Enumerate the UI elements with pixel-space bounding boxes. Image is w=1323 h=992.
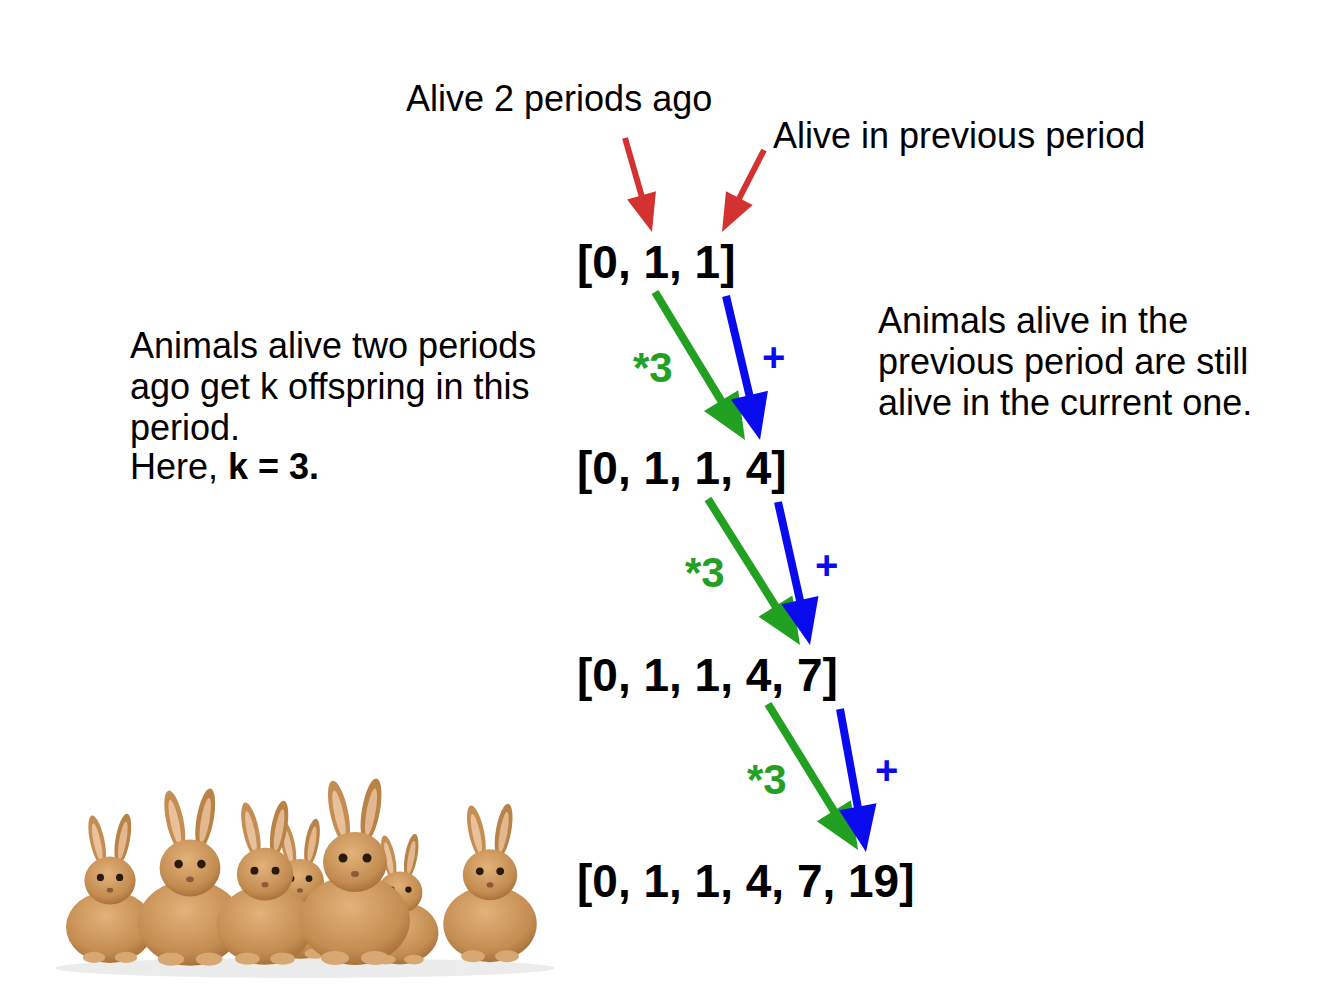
multiply-label: *3 bbox=[685, 549, 725, 597]
multiply-label: *3 bbox=[747, 756, 787, 804]
arrow bbox=[726, 296, 768, 440]
arrow-head bbox=[722, 191, 753, 232]
arrow-shaft bbox=[840, 709, 858, 809]
pointer-label: Alive 2 periods ago bbox=[406, 78, 712, 119]
multiply-label: *3 bbox=[633, 344, 673, 392]
add-label: + bbox=[875, 747, 898, 793]
pointer-label: Alive in previous period bbox=[773, 115, 1145, 156]
arrow bbox=[722, 150, 764, 232]
add-label: + bbox=[815, 542, 838, 588]
array-value: [0, 1, 1, 4, 7] bbox=[577, 648, 838, 702]
add-label: + bbox=[762, 334, 785, 380]
explanation-note: Here, bbox=[130, 446, 218, 487]
arrow bbox=[778, 502, 818, 645]
arrow-shaft bbox=[738, 150, 764, 200]
arrow-head bbox=[731, 391, 768, 440]
arrow-head bbox=[781, 596, 818, 645]
explanation-note: Animals alive two periods ago get k offs… bbox=[130, 325, 570, 448]
arrow-shaft bbox=[778, 502, 800, 602]
arrow-head bbox=[627, 191, 656, 232]
array-value: [0, 1, 1, 4] bbox=[577, 441, 787, 495]
arrow bbox=[839, 709, 876, 852]
array-value: [0, 1, 1, 4, 7, 19] bbox=[577, 854, 915, 908]
array-value: [0, 1, 1] bbox=[577, 235, 736, 289]
arrow-head bbox=[839, 803, 876, 852]
arrow-shaft bbox=[625, 138, 642, 197]
parameter-value: k = 3. bbox=[228, 446, 319, 487]
explanation-note: Animals alive in the previous period are… bbox=[878, 300, 1278, 423]
arrow bbox=[625, 138, 656, 232]
arrow-shaft bbox=[726, 296, 750, 397]
